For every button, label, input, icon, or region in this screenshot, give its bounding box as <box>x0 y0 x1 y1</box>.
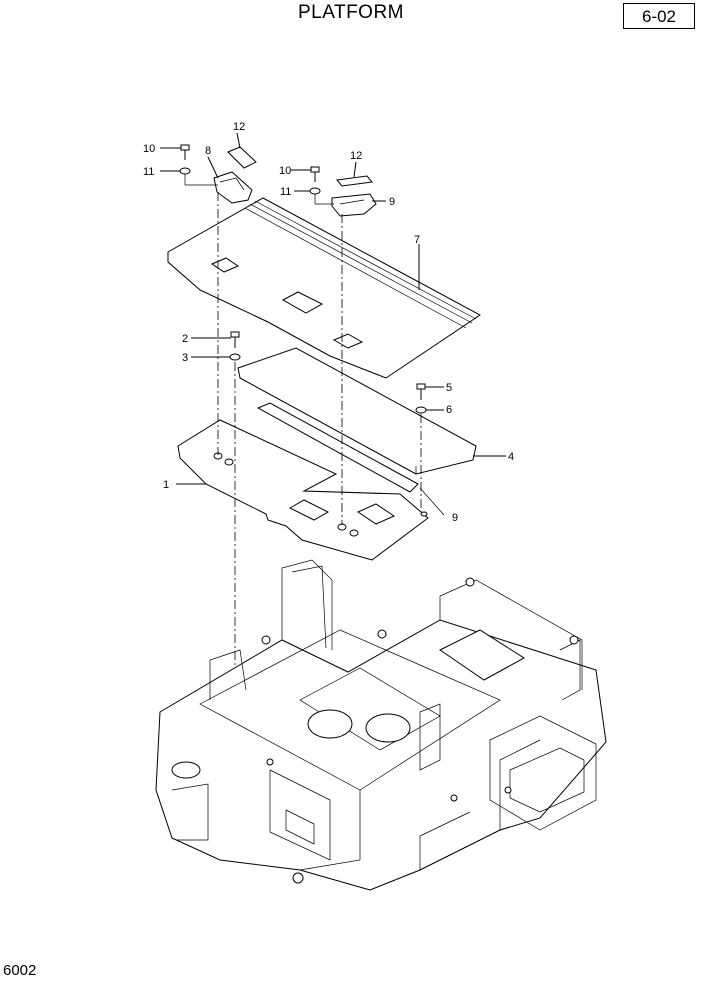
callout-12-right: 12 <box>350 150 362 162</box>
part-12-left-cover <box>227 132 257 169</box>
footer-code: 6002 <box>3 962 37 979</box>
part-11-right-washer <box>294 187 334 205</box>
callout-9-left: 8 <box>205 145 211 157</box>
part-2-bolt <box>191 331 240 348</box>
part-9-right-bracket <box>331 193 386 217</box>
part-8-floor-plate <box>167 197 481 379</box>
callout-3: 3 <box>182 352 188 364</box>
callout-4: 4 <box>508 451 514 463</box>
part-7-seal-strip <box>256 402 445 516</box>
part-3-washer <box>191 353 241 361</box>
callout-5: 5 <box>446 382 452 394</box>
callout-1: 1 <box>163 479 169 491</box>
callout-6: 6 <box>446 404 452 416</box>
callout-10-right: 10 <box>279 165 291 177</box>
callout-8: 7 <box>414 234 420 246</box>
callout-9-right: 9 <box>389 196 395 208</box>
part-10-left-bolt <box>160 144 190 160</box>
part-11-left-washer <box>160 167 218 186</box>
callout-labels: 12 12 8 9 10 10 11 11 7 2 3 5 6 4 1 9 <box>143 121 514 524</box>
upper-frame-structure <box>155 559 607 891</box>
part-10-right-bolt <box>291 166 320 182</box>
callout-2: 2 <box>182 333 188 345</box>
page-title: PLATFORM <box>297 2 405 23</box>
callout-11-right: 11 <box>280 186 291 198</box>
part-12-right-cover <box>336 161 373 187</box>
part-9-left-bracket <box>207 156 253 204</box>
callout-12-left: 12 <box>233 121 245 133</box>
callout-10-left: 10 <box>143 143 155 155</box>
callout-11-left: 11 <box>143 166 154 178</box>
assembly-center-lines <box>217 192 422 690</box>
part-5-bolt <box>416 383 444 400</box>
page-reference-box: 6-02 <box>623 3 695 29</box>
part-4-upper-panel <box>237 347 506 475</box>
callout-7: 9 <box>452 512 458 524</box>
part-6-washer <box>415 406 444 414</box>
part-1-lower-plate <box>176 419 429 561</box>
